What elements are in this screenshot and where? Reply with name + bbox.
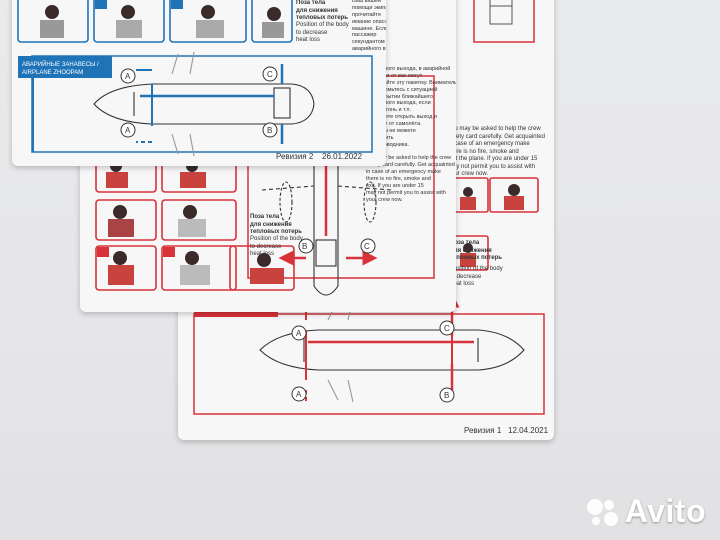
revision-label-top: Ревизия 2 <box>276 152 314 161</box>
watermark-text: Avito <box>624 493 706 529</box>
marker-a-bottom-2: A <box>296 390 302 399</box>
revision-date-bottom: 12.04.2021 <box>508 426 549 435</box>
passenger-figures <box>106 160 284 285</box>
top-card-drawing <box>17 0 373 157</box>
marker-c-middle: C <box>364 242 370 251</box>
avito-watermark: Avito <box>585 493 706 530</box>
marker-a-top-2: A <box>125 126 131 135</box>
avito-logo-icon <box>586 498 618 526</box>
marker-b-middle: B <box>302 242 308 251</box>
banner-top: АВАРИЙНЫЕ ЗАНАВЕСЫ / AIRPLANE ZHOOPAM <box>22 62 99 76</box>
pictogram-row-top <box>17 0 293 43</box>
caption-ru-top: Поза тела для снижения тепловых потерь <box>296 0 348 21</box>
marker-b-bottom: B <box>444 391 450 400</box>
revision-date-top: 26.01.2022 <box>322 152 363 161</box>
side-text-top: Ваш вашей помощи экипажу прочитайте иман… <box>352 0 386 53</box>
caption-ru-middle: Поза тела для снижения тепловых потерь <box>250 214 302 235</box>
caption-en-top: Position of the body to decrease heat lo… <box>296 22 349 43</box>
marker-b-top: B <box>267 126 273 135</box>
aircraft-plan-top <box>93 51 315 157</box>
marker-a-bottom-1: A <box>296 329 302 338</box>
safety-card-top: A A C B АВАРИЙНЫЕ ЗАНАВЕСЫ / AIRPLANE ZH… <box>12 0 386 166</box>
caption-en-bottom: Position of the body to decrease heat lo… <box>450 266 503 287</box>
side-text-bottom: you may be asked to help the crew safety… <box>448 126 545 177</box>
caption-ru-bottom: Поза тела для снижения тепловых потерь <box>450 240 502 261</box>
marker-a-top-1: A <box>125 72 131 81</box>
aircraft-top-view-middle <box>261 120 393 296</box>
marker-c-bottom: C <box>444 324 450 333</box>
caption-en-middle: Position of the body to decrease heat lo… <box>250 236 303 257</box>
revision-label-bottom: Ревизия 1 <box>464 426 502 435</box>
marker-c-top: C <box>267 70 273 79</box>
